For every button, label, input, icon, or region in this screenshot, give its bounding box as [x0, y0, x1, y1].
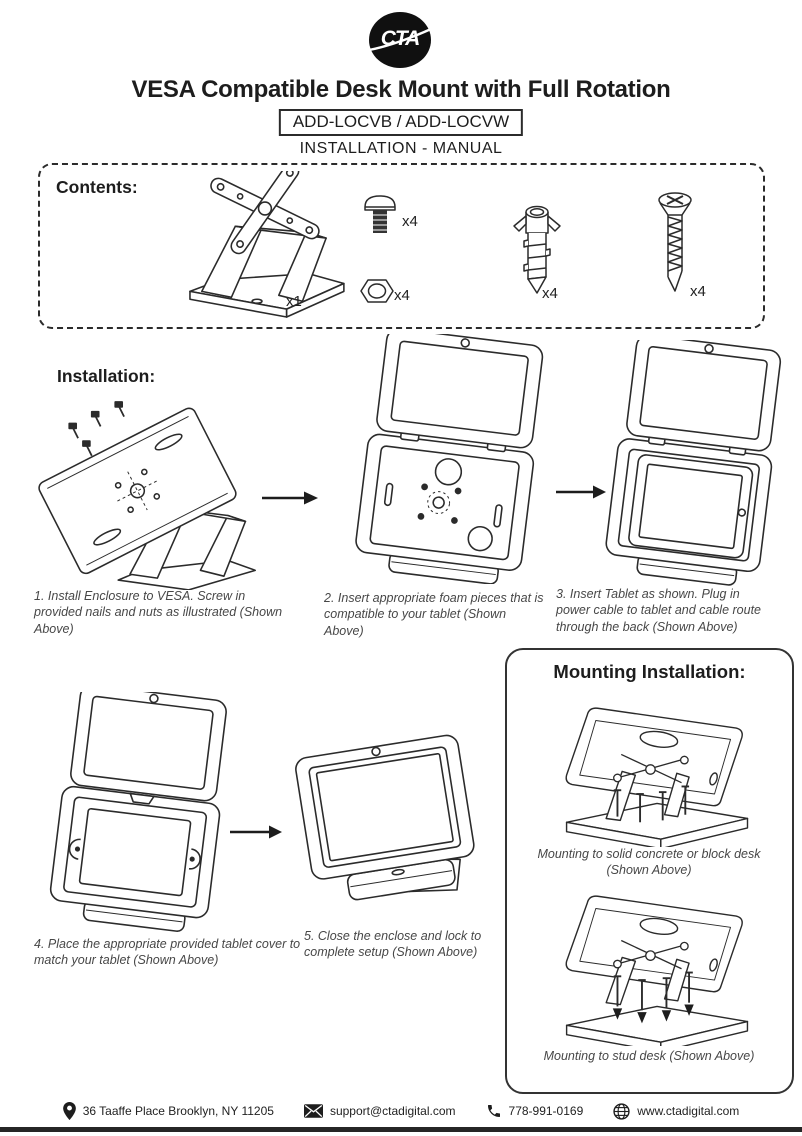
globe-icon [613, 1102, 630, 1120]
page-title: VESA Compatible Desk Mount with Full Rot… [131, 76, 671, 103]
mounting-installation-box: Mounting Installation: [505, 648, 794, 1094]
step-1-illustration [38, 401, 257, 590]
arrow-right-icon [262, 491, 318, 505]
step-1-caption: 1. Install Enclosure to VESA. Screw in p… [34, 589, 283, 636]
wall-anchor-illustration [513, 205, 561, 294]
button-screw-illustration [364, 195, 396, 233]
contents-label: Contents: [56, 177, 138, 197]
mounting-concrete-illustration [565, 707, 749, 847]
manual-subtitle: INSTALLATION - MANUAL [299, 140, 503, 157]
step-4-caption: 4. Place the appropriate provided tablet… [34, 937, 301, 968]
website-text: www.ctadigital.com [637, 1104, 740, 1118]
model-number: ADD-LOCVB / ADD-LOCVW [278, 109, 524, 136]
step-2-caption: 2. Insert appropriate foam pieces that i… [324, 591, 544, 638]
arrow-right-icon [230, 825, 282, 839]
footer: 36 Taaffe Place Brooklyn, NY 11205 suppo… [0, 1096, 802, 1126]
footer-email: support@ctadigital.com [303, 1104, 456, 1118]
hex-nut-qty-label: x4 [394, 287, 410, 304]
hex-nut-illustration [360, 279, 394, 303]
mounting-concrete-caption: Mounting to solid concrete or block desk… [537, 847, 761, 878]
wood-screw-illustration [658, 192, 692, 292]
wall-anchor-qty-label: x4 [542, 285, 558, 302]
desk-mount-stand-illustration [189, 171, 345, 318]
bottom-bar [0, 1127, 802, 1132]
button-screw-qty-label: x4 [402, 213, 418, 230]
mounting-installation-title: Mounting Installation: [553, 661, 746, 682]
step-3-illustration [605, 340, 782, 586]
footer-website: www.ctadigital.com [613, 1102, 740, 1120]
arrow-right-icon [556, 485, 606, 499]
email-text: support@ctadigital.com [329, 1104, 456, 1118]
wood-screw-qty-label: x4 [690, 283, 706, 300]
footer-phone: 778-991-0169 [486, 1103, 584, 1119]
step-4-illustration [49, 692, 227, 932]
mounting-stud-illustration [565, 895, 749, 1046]
step-2-illustration [355, 334, 544, 584]
step-3-caption: 3. Insert Tablet as shown. Plug in power… [556, 587, 761, 634]
stand-qty-label: x1 [286, 293, 302, 310]
location-pin-icon [62, 1102, 76, 1120]
logo-swoosh [368, 27, 432, 52]
contents-box: Contents: [38, 163, 765, 329]
phone-icon [487, 1105, 500, 1117]
step-5-caption: 5. Close the enclose and lock to complet… [304, 929, 482, 960]
address-text: 36 Taaffe Place Brooklyn, NY 11205 [82, 1104, 274, 1118]
cta-logo: CTA [368, 12, 432, 68]
envelope-icon [303, 1104, 323, 1118]
step-5-illustration [295, 734, 475, 901]
mounting-stud-caption: Mounting to stud desk (Shown Above) [543, 1049, 755, 1063]
phone-text: 778-991-0169 [508, 1104, 584, 1118]
installation-heading: Installation: [57, 366, 156, 386]
footer-address: 36 Taaffe Place Brooklyn, NY 11205 [62, 1102, 274, 1120]
